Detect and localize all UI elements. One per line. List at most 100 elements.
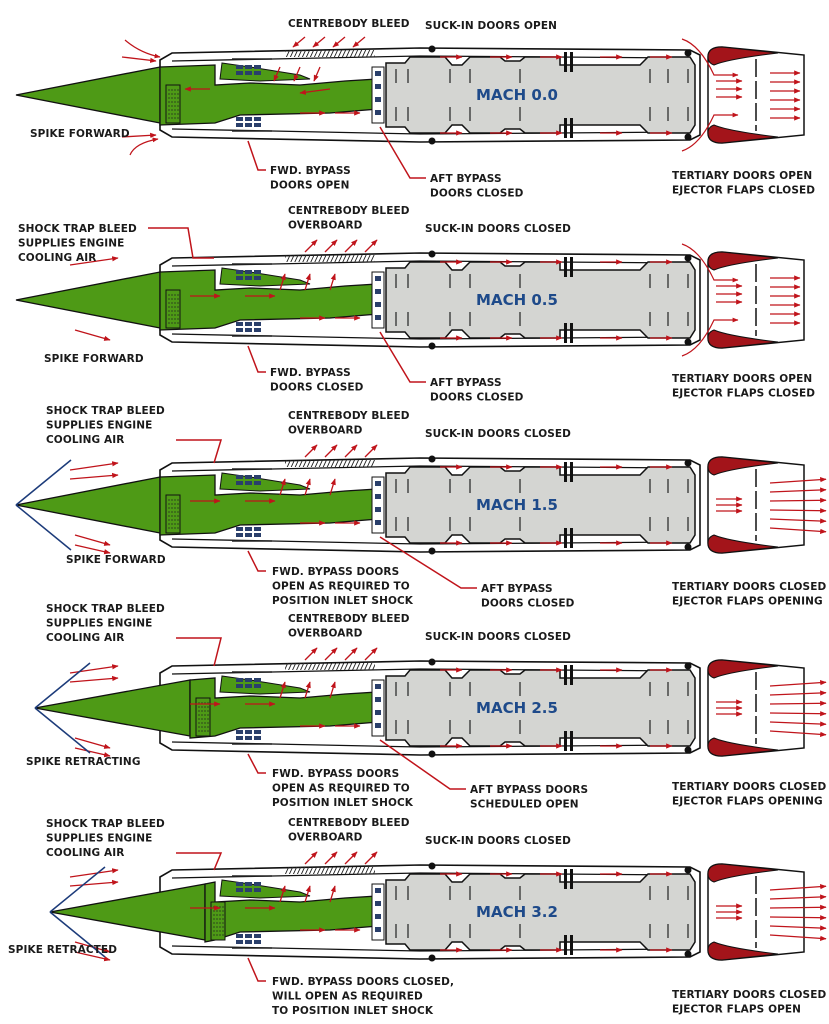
- leader-line: [379, 126, 426, 179]
- flow-arrow: [304, 444, 318, 458]
- fwd-bypass-door-grille: [245, 123, 252, 127]
- suck-in-doors-label-line: SUCK-IN DOORS CLOSED: [425, 223, 571, 235]
- fwd-bypass-doors-label-line: FWD. BYPASS DOORS: [272, 768, 399, 780]
- flow-arrow: [292, 36, 306, 48]
- flow-arrow: [304, 478, 311, 496]
- engine-flange: [570, 528, 573, 548]
- fwd-bypass-door-grille: [236, 888, 243, 892]
- nozzle-status-label-line: TERTIARY DOORS OPEN: [672, 373, 812, 385]
- fwd-bypass-door-grille: [245, 934, 252, 938]
- leader-line: [247, 140, 266, 171]
- fwd-bypass-door-grille: [245, 276, 252, 280]
- nozzle-status-label-line: EJECTOR FLAPS OPENING: [672, 596, 823, 608]
- fwd-bypass-doors-label: FWD. BYPASS DOORS CLOSED,WILL OPEN AS RE…: [272, 976, 454, 1017]
- suck-in-door-pivot: [428, 750, 436, 758]
- fwd-bypass-door-grille: [254, 322, 261, 326]
- nozzle-status-label-line: EJECTOR FLAPS CLOSED: [672, 388, 815, 400]
- engine-flange: [570, 118, 573, 138]
- ejector-flap-lower: [707, 941, 779, 961]
- flow-arrow: [769, 680, 827, 687]
- fwd-bypass-door-grille: [245, 475, 252, 479]
- fwd-bypass-door-grille: [236, 322, 243, 326]
- flow-arrow: [69, 461, 119, 471]
- fwd-bypass-door-grille: [254, 533, 261, 537]
- centrebody-bleed-label: CENTREBODY BLEED: [288, 18, 410, 30]
- shock-trap-bleed-label-line: SUPPLIES ENGINE: [46, 420, 152, 432]
- inlet-spike: [15, 66, 161, 124]
- flow-arrow: [769, 904, 827, 910]
- porous-bleed-band: [165, 494, 181, 534]
- centrebody-bleed-label-line: OVERBOARD: [288, 220, 363, 232]
- leader-line: [247, 345, 266, 373]
- flow-arrow: [769, 894, 827, 900]
- flow-arrow: [74, 737, 111, 749]
- centrebody-bleed-louvres: [285, 255, 375, 262]
- fwd-bypass-door-grille: [245, 322, 252, 326]
- mach-label: MACH 0.0: [476, 86, 558, 104]
- flow-arrow: [769, 884, 827, 891]
- aft-bypass-door: [375, 520, 381, 525]
- engine-core: [385, 56, 696, 134]
- nozzle-status-label-line: TERTIARY DOORS CLOSED: [672, 581, 826, 593]
- aft-bypass-doors-label-line: AFT BYPASS: [481, 583, 553, 595]
- fwd-bypass-door-grille: [236, 328, 243, 332]
- fwd-bypass-door-grille: [245, 117, 252, 121]
- centrebody-bleed-label-line: CENTREBODY BLEED: [288, 205, 410, 217]
- centrebody-bleed-louvres: [285, 867, 375, 874]
- fwd-bypass-door-grille: [245, 481, 252, 485]
- flow-arrow: [769, 915, 827, 921]
- flow-arrow: [69, 879, 119, 887]
- fwd-bypass-door-grille: [245, 736, 252, 740]
- leader-line: [148, 227, 214, 259]
- shock-trap-bleed-label-line: SUPPLIES ENGINE: [46, 833, 152, 845]
- tertiary-door-pivot: [684, 49, 692, 57]
- fwd-bypass-door-grille: [254, 475, 261, 479]
- fwd-bypass-doors-label-line: FWD. BYPASS: [270, 165, 351, 177]
- flow-arrow: [344, 647, 358, 661]
- aft-bypass-doors-label-line: AFT BYPASS DOORS: [470, 784, 588, 796]
- engine-flange: [564, 869, 567, 889]
- flow-arrow: [293, 66, 301, 82]
- flow-arrow: [769, 518, 827, 524]
- fwd-bypass-door-grille: [245, 882, 252, 886]
- suck-in-door-pivot: [428, 342, 436, 350]
- spike-label: SPIKE RETRACTED: [8, 944, 117, 956]
- fwd-bypass-door-grille: [245, 527, 252, 531]
- ejector-flap-upper: [707, 456, 779, 476]
- fwd-bypass-door-grille: [245, 730, 252, 734]
- flow-arrow: [332, 36, 346, 48]
- fwd-bypass-door-grille: [245, 684, 252, 688]
- flow-arrow: [681, 112, 739, 152]
- fwd-bypass-doors-label-line: DOORS CLOSED: [270, 382, 364, 394]
- engine-flange: [564, 731, 567, 751]
- nozzle-status-label: TERTIARY DOORS CLOSED EJECTOR FLAPS OPENI…: [672, 581, 826, 608]
- leader-line: [379, 739, 466, 790]
- aft-bypass-door: [375, 697, 381, 702]
- fwd-bypass-doors-label-line: FWD. BYPASS DOORS: [272, 566, 399, 578]
- suck-in-door-pivot: [428, 862, 436, 870]
- flow-arrow: [304, 239, 318, 253]
- mach-label: MACH 3.2: [476, 903, 558, 921]
- suck-in-doors-label-line: SUCK-IN DOORS OPEN: [425, 20, 557, 32]
- aft-bypass-doors-label-line: DOORS CLOSED: [430, 188, 524, 200]
- centrebody-bleed-label: CENTREBODY BLEED OVERBOARD: [288, 205, 410, 232]
- flow-arrow: [304, 273, 311, 291]
- suck-in-door-pivot: [428, 547, 436, 555]
- shock-trap-bleed-label-line: SUPPLIES ENGINE: [46, 618, 152, 630]
- aft-bypass-door: [375, 723, 381, 728]
- fwd-bypass-door-grille: [236, 678, 243, 682]
- porous-bleed-band: [165, 84, 181, 124]
- engine-flange: [570, 869, 573, 889]
- ejector-flap-lower: [707, 329, 779, 349]
- tertiary-door-pivot: [684, 254, 692, 262]
- ejector-flap-lower: [707, 534, 779, 554]
- fwd-bypass-door-grille: [254, 270, 261, 274]
- flow-arrow: [344, 851, 358, 865]
